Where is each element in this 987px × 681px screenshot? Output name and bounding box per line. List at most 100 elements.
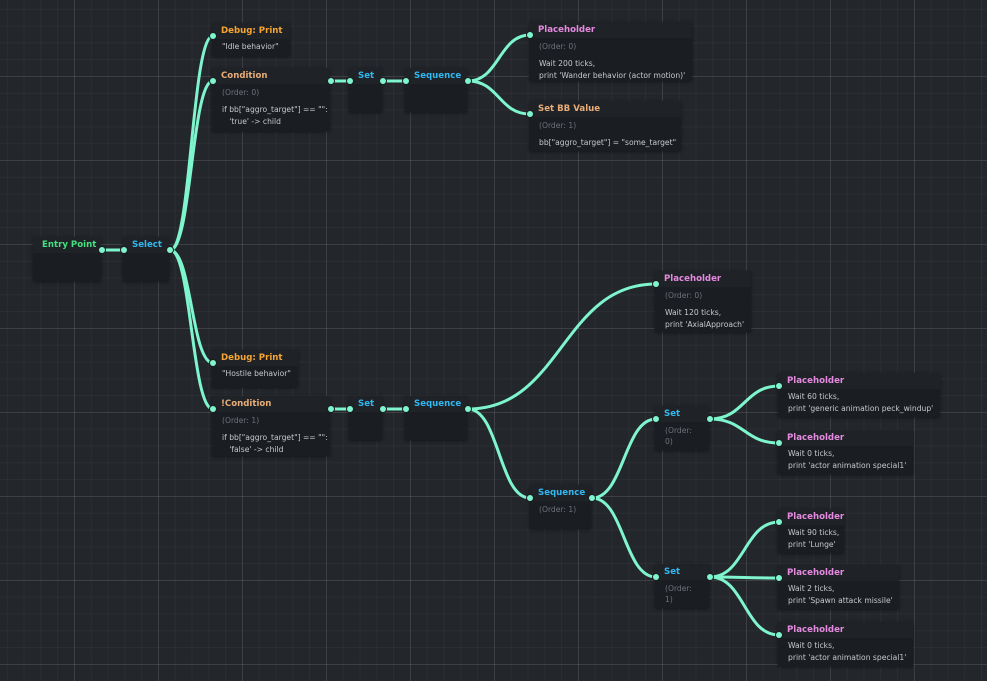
node-title: Debug: Print (212, 23, 290, 39)
node-text-line: "Hostile behavior" (222, 369, 291, 378)
port-out-set4[interactable] (707, 574, 713, 580)
port-out-cond1[interactable] (328, 78, 334, 84)
node-order-label: (Order: 0) (665, 426, 692, 446)
node-body: (Order: 0)if bb["aggro_target"] == "": '… (212, 84, 330, 131)
wire-set3-to-ph3 (708, 384, 781, 421)
node-text-line: print 'AxialApproach' (665, 319, 745, 329)
port-out-entry[interactable] (99, 247, 105, 253)
port-in-ph7[interactable] (776, 632, 782, 638)
node-ph2[interactable]: Placeholder(Order: 0)Wait 120 ticks,prin… (655, 271, 751, 332)
node-seq3[interactable]: Sequence (Order: 1) (529, 485, 591, 529)
node-text-line: "Idle behavior" (222, 42, 279, 51)
wire-select-to-debug1 (168, 34, 215, 252)
wire-seq1-to-ph1 (466, 33, 532, 83)
node-order-label: (Order: 1) (539, 121, 577, 130)
node-title: Entry Point (33, 237, 101, 253)
node-text-line: Wait 90 ticks, (788, 528, 840, 537)
port-out-set2[interactable] (380, 406, 386, 412)
node-title: Placeholder (778, 622, 913, 638)
node-body: (Order: 1)if bb["aggro_target"] == "": '… (212, 412, 330, 459)
node-set1[interactable]: Set (349, 68, 382, 112)
port-in-select[interactable] (121, 247, 127, 253)
wire-set4-to-ph6 (708, 575, 781, 580)
node-cond2[interactable]: !Condition(Order: 1)if bb["aggro_target"… (212, 396, 330, 456)
node-text-line: if bb["aggro_target"] == "": (222, 433, 328, 442)
port-in-debug2[interactable] (210, 360, 216, 366)
node-debug2[interactable]: Debug: Print"Hostile behavior" (212, 350, 298, 387)
node-order-label: (Order: 1) (222, 416, 260, 425)
wire-seq1-to-setbb (466, 79, 532, 116)
wire-seq2-to-ph2 (466, 282, 658, 411)
port-in-ph4[interactable] (776, 440, 782, 446)
wire-seq2-to-seq3 (466, 407, 532, 500)
node-title: Placeholder (655, 271, 751, 287)
port-in-ph3[interactable] (776, 383, 782, 389)
node-ph1[interactable]: Placeholder(Order: 0)Wait 200 ticks,prin… (529, 22, 692, 81)
node-body: Wait 0 ticks,print 'actor animation spec… (778, 638, 913, 667)
port-out-seq2[interactable] (465, 406, 471, 412)
node-title: Condition (212, 68, 330, 84)
node-title: Placeholder (778, 373, 940, 389)
port-in-ph6[interactable] (776, 575, 782, 581)
port-out-cond2[interactable] (328, 406, 334, 412)
port-out-seq1[interactable] (465, 78, 471, 84)
node-text-line: Wait 200 ticks, (539, 59, 596, 68)
port-in-ph1[interactable] (527, 32, 533, 38)
wire-select-to-cond1 (168, 79, 215, 252)
node-order-label: (Order: 1) (539, 505, 577, 514)
port-in-seq1[interactable] (403, 78, 409, 84)
port-in-ph5[interactable] (776, 519, 782, 525)
port-out-select[interactable] (167, 247, 173, 253)
node-title: Placeholder (778, 509, 844, 525)
node-setbb[interactable]: Set BB Value(Order: 1)bb["aggro_target"]… (529, 101, 681, 151)
port-out-set1[interactable] (380, 78, 386, 84)
node-title: Placeholder (778, 430, 913, 446)
port-in-seq2[interactable] (403, 406, 409, 412)
node-body: "Idle behavior" (212, 39, 290, 57)
node-set2[interactable]: Set (349, 396, 382, 440)
node-debug1[interactable]: Debug: Print "Idle behavior" (212, 23, 290, 56)
port-in-ph2[interactable] (653, 281, 659, 287)
node-set3[interactable]: Set(Order: 0) (655, 406, 709, 450)
node-body: (Order: 0)Wait 120 ticks,print 'AxialApp… (655, 287, 751, 334)
node-body (405, 412, 467, 418)
node-set4[interactable]: Set(Order: 1) (655, 564, 709, 608)
port-out-set3[interactable] (707, 416, 713, 422)
node-order-label: (Order: 0) (665, 291, 703, 300)
wire-set4-to-ph5 (708, 520, 781, 579)
port-in-seq3[interactable] (527, 495, 533, 501)
node-body: (Order: 1)bb["aggro_target"] = "some_tar… (529, 117, 681, 153)
port-in-set2[interactable] (347, 406, 353, 412)
node-select[interactable]: Select (123, 237, 169, 281)
node-seq2[interactable]: Sequence (405, 396, 467, 440)
node-text-line: Wait 2 ticks, (788, 584, 835, 593)
port-in-set4[interactable] (653, 574, 659, 580)
node-body (405, 84, 467, 90)
node-seq1[interactable]: Sequence (405, 68, 467, 112)
node-entry[interactable]: Entry Point (33, 237, 101, 281)
node-body: (Order: 1) (655, 580, 709, 609)
port-in-cond2[interactable] (210, 406, 216, 412)
port-in-debug1[interactable] (210, 33, 216, 39)
node-body: "Hostile behavior" (212, 366, 298, 384)
node-title: Sequence (529, 485, 591, 501)
wire-select-to-cond2 (168, 248, 215, 411)
node-title: Select (123, 237, 169, 253)
port-in-set3[interactable] (653, 416, 659, 422)
node-cond1[interactable]: Condition(Order: 0)if bb["aggro_target"]… (212, 68, 330, 131)
port-in-cond1[interactable] (210, 78, 216, 84)
node-title: Placeholder (778, 565, 899, 581)
node-title: Set (349, 68, 382, 84)
node-body: Wait 90 ticks, print 'Lunge' (778, 525, 844, 554)
port-in-set1[interactable] (347, 78, 353, 84)
port-in-setbb[interactable] (527, 111, 533, 117)
wire-select-to-debug2 (168, 248, 215, 365)
node-text-line: print 'Lunge' (788, 539, 836, 549)
port-out-seq3[interactable] (589, 495, 595, 501)
